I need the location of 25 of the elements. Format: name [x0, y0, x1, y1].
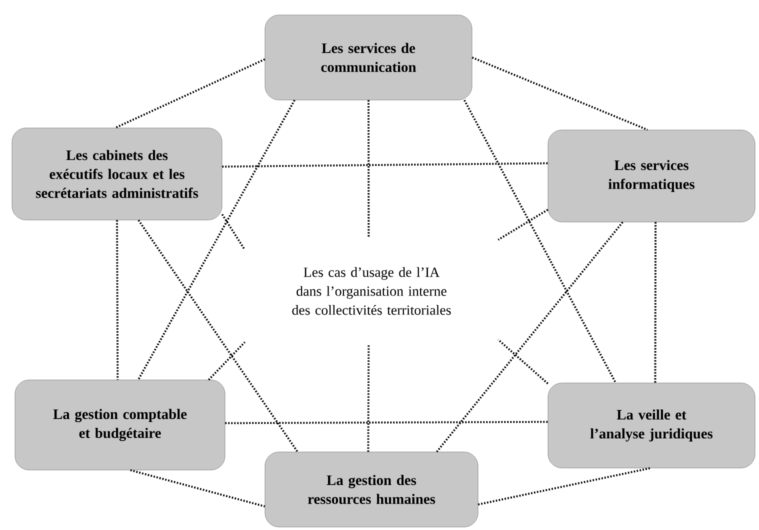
dotted-connector	[116, 220, 119, 380]
dotted-connector	[472, 56, 648, 131]
topic-box: La gestion des ressources humaines	[264, 452, 478, 528]
dotted-connector	[138, 220, 298, 452]
dotted-connector	[367, 345, 370, 452]
dotted-connector	[436, 222, 624, 452]
dotted-connector	[498, 208, 548, 241]
dotted-connector	[130, 469, 266, 508]
dotted-connector	[225, 420, 548, 424]
topic-box: La veille et l’analyse juridiques	[548, 382, 756, 468]
topic-box: La gestion comptable et budgétaire	[14, 380, 226, 470]
dotted-connector	[222, 162, 548, 168]
dotted-connector	[221, 214, 246, 250]
dotted-connector	[498, 338, 548, 384]
topic-box: Les services informatiques	[548, 130, 756, 222]
dotted-connector	[137, 100, 296, 380]
topic-box: Les cabinets des exécutifs locaux et les secrétariats administratifs	[12, 128, 222, 220]
dotted-connector	[478, 467, 650, 506]
dotted-connector	[654, 222, 657, 383]
dotted-connector	[208, 341, 246, 380]
center-text: Les cas d’usage de l’IA dans l’organisation interne des collectivités territoriales	[292, 267, 451, 315]
dotted-connector	[114, 58, 266, 129]
dotted-connector	[368, 100, 370, 237]
dotted-connector	[464, 100, 617, 384]
topic-box: Les services de communication	[264, 14, 472, 100]
